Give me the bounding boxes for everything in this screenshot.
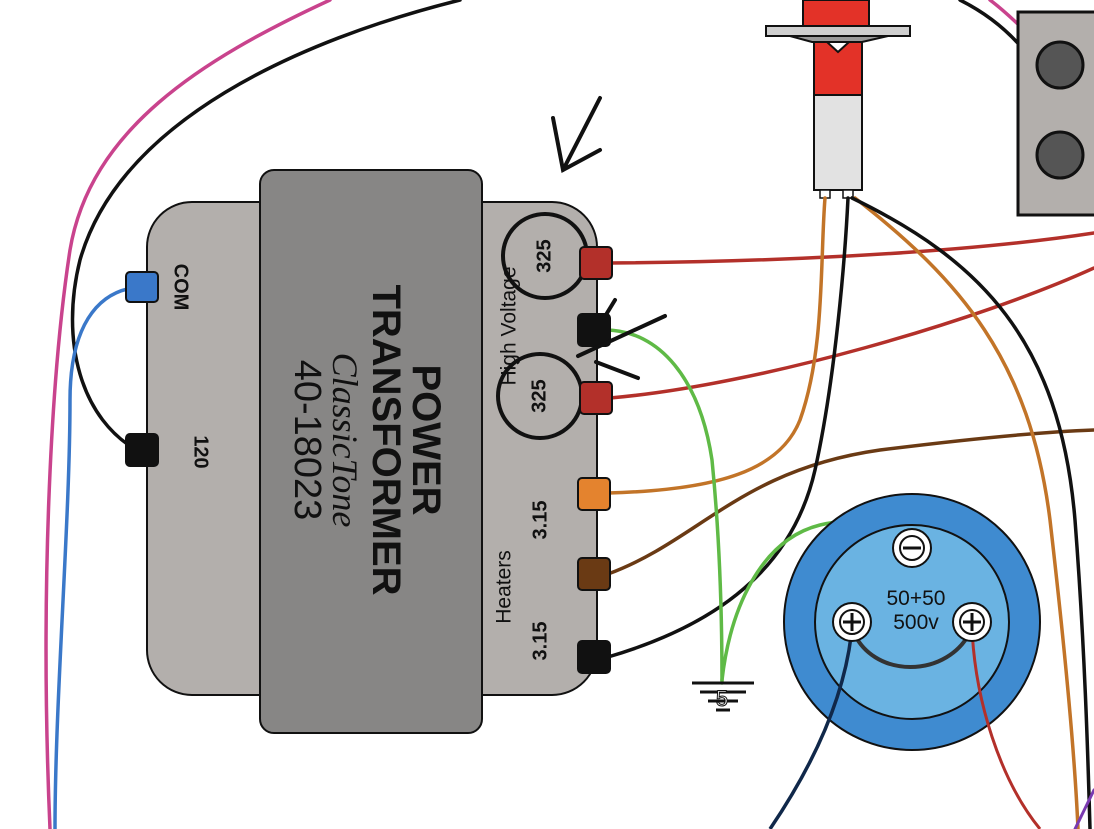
high-voltage-label: High Voltage: [498, 266, 521, 385]
arrow-mark: [551, 96, 602, 174]
wire-pink-left: [44, 0, 332, 829]
lug-ct: [577, 313, 611, 347]
lug-com: [125, 271, 159, 303]
heater-top-label-group: 3.15: [529, 501, 551, 540]
fuse-body-red: [813, 41, 863, 96]
fuse-holder: [765, 0, 911, 199]
wire-blue-com: [53, 285, 142, 829]
v120-label: 120: [190, 435, 212, 468]
transformer-lugs: [125, 246, 613, 674]
wire-black-long: [850, 196, 1092, 829]
cap-inner: [814, 524, 1010, 720]
power-transformer: [146, 169, 598, 734]
heater-bottom-label-group: 3.15: [529, 622, 551, 661]
v120-label-group: 120: [190, 435, 212, 468]
wires-front: [603, 196, 1094, 829]
hv-bottom-label-group: 325: [528, 379, 550, 412]
lug-heater-black: [577, 640, 611, 674]
fuse-flange: [765, 25, 911, 37]
handwritten-marks: [551, 96, 667, 380]
transformer-brand: ClassicTone: [325, 353, 365, 528]
lug-hv-top: [579, 246, 613, 280]
ground-label: 5: [716, 686, 728, 711]
wire-purple-corner: [1073, 788, 1094, 829]
lug-heater-orange: [577, 477, 611, 511]
cap-voltage-label: 500v: [893, 611, 939, 634]
terminal-block: [1016, 10, 1094, 217]
terminal-screw-top: [1035, 40, 1085, 90]
cap-plus-terminal-left: [832, 602, 872, 642]
heaters-label: Heaters: [493, 550, 516, 624]
lug-120: [125, 433, 159, 467]
wire-orange-long: [853, 196, 1080, 829]
filter-capacitor: 50+50 500v: [768, 493, 1042, 829]
hv-top-label: 325: [533, 239, 555, 272]
check-mark: [576, 298, 667, 380]
terminal-screw-bottom: [1035, 130, 1085, 180]
fuse-cap-top: [802, 0, 870, 27]
heater-bottom-label: 3.15: [529, 622, 551, 661]
wire-green-ct: [603, 328, 724, 685]
transformer-title-1: POWER: [404, 364, 448, 515]
wire-red-hv-top: [608, 231, 1094, 265]
lug-heater-brown: [577, 557, 611, 591]
fuse-nut: [789, 35, 889, 43]
transformer-title-2: TRANSFORMER: [364, 284, 408, 595]
transformer-part-number: 40-18023: [286, 360, 328, 521]
com-label: COM: [170, 264, 192, 311]
fuse-body-grey: [813, 94, 863, 191]
heaters-label-group: Heaters: [493, 550, 516, 624]
ground-symbol: [692, 681, 754, 712]
wire-orange-heater: [606, 196, 827, 495]
transformer-core: [259, 169, 483, 734]
wire-brown-heater: [606, 428, 1094, 576]
transformer-text: POWER TRANSFORMER ClassicTone 40-18023: [286, 284, 448, 595]
cap-plus-terminal-right: [952, 602, 992, 642]
hv-top-label-group: 325: [533, 239, 555, 272]
wire-red-cap: [970, 627, 1042, 829]
heater-top-label: 3.15: [529, 501, 551, 540]
cap-value-label: 50+50: [887, 587, 946, 610]
com-label-group: COM: [170, 264, 192, 311]
wire-black-primary: [70, 0, 462, 454]
cap-minus-terminal: [892, 528, 932, 568]
wire-red-hv-bottom: [608, 266, 1094, 400]
lug-hv-bottom: [579, 381, 613, 415]
wire-black-heater: [606, 196, 850, 659]
high-voltage-label-group: High Voltage: [498, 266, 521, 385]
hv-bottom-label: 325: [528, 379, 550, 412]
wire-navy-cap: [768, 627, 854, 829]
cap-jumper: [850, 627, 974, 669]
